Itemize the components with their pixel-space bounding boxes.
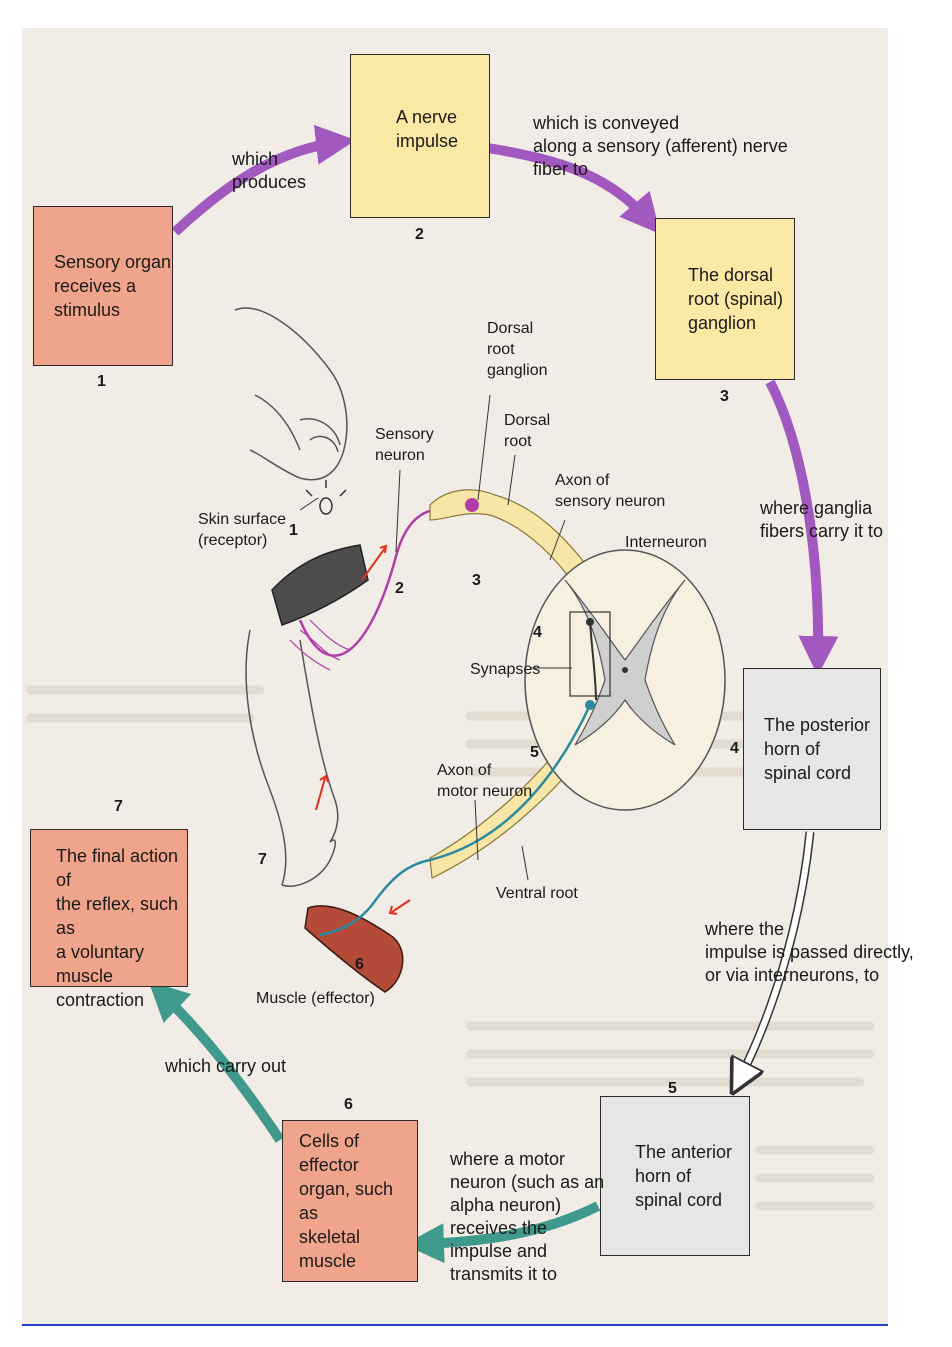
step-number-5: 5 <box>668 1080 677 1097</box>
arrow-effector-to-final <box>148 980 285 1143</box>
bottom-rule-line <box>22 1324 888 1326</box>
label-which-carry-out: which carry out <box>165 1056 287 1076</box>
label-muscle-effector: Muscle (effector) <box>256 990 375 1007</box>
hand-drawing <box>234 307 348 515</box>
label-where-impulse-passed: where the impulse is passed directly, or… <box>705 919 914 985</box>
spinal-cord-section <box>524 549 726 811</box>
label-interneuron: Interneuron <box>625 534 707 551</box>
box-final-action: The final action of the reflex, such as … <box>30 829 188 1010</box>
step-number-2: 2 <box>415 226 424 243</box>
label-where-motor-neuron: where a motor neuron (such as an alpha n… <box>450 1149 605 1284</box>
leg-drawing <box>245 629 339 887</box>
label-synapses: Synapses <box>470 661 541 678</box>
box-nerve-impulse: A nerve impulse <box>350 54 490 218</box>
step-number-3: 3 <box>720 388 729 405</box>
illustration-number-4: 4 <box>533 624 542 641</box>
illustration-number-6: 6 <box>355 956 364 973</box>
label-ventral-root: Ventral root <box>496 885 578 902</box>
interneuron-fiber <box>589 621 597 701</box>
label-axon-sensory-neuron: Axon of sensory neuron <box>555 472 666 510</box>
box-dorsal-root-ganglion: The dorsal root (spinal) ganglion <box>655 218 795 380</box>
label-which-produces: which produces <box>232 149 307 192</box>
label-axon-motor-neuron: Axon of motor neuron <box>437 762 533 800</box>
step-number-1: 1 <box>97 373 106 390</box>
illustration-number-2: 2 <box>395 580 404 597</box>
box-effector-cells: Cells of effector organ, such as skeleta… <box>282 1120 418 1282</box>
ganglion-cell-body <box>465 498 479 512</box>
impulse-arrows <box>315 544 411 915</box>
motor-neuron-fiber <box>319 704 592 937</box>
box-posterior-horn: The posterior horn of spinal cord <box>743 668 881 830</box>
step-number-7: 7 <box>114 798 123 815</box>
label-which-is-conveyed: which is conveyed along a sensory (affer… <box>533 113 788 179</box>
label-dorsal-root: Dorsal root <box>504 412 551 450</box>
arrow-anterior-to-effector <box>404 1201 601 1264</box>
arrow-ganglion-to-posterior <box>765 379 839 676</box>
label-where-ganglia: where ganglia fibers carry it to <box>760 498 884 541</box>
illustration-number-7: 7 <box>258 851 267 868</box>
illustration-number-3: 3 <box>472 572 481 589</box>
step-number-6: 6 <box>344 1096 353 1113</box>
illustration-number-1: 1 <box>289 522 298 539</box>
skin-patch <box>271 544 369 626</box>
box-sensory-organ: Sensory organ receives a stimulus <box>33 206 173 366</box>
illustration-number-5: 5 <box>530 744 539 761</box>
label-dorsal-root-ganglion: Dorsal root ganglion <box>487 320 548 379</box>
arrow-organ-to-impulse <box>171 124 356 236</box>
arrow-impulse-to-ganglion <box>487 143 661 235</box>
muscle-patch <box>304 905 404 993</box>
step-number-4: 4 <box>730 740 739 757</box>
box-anterior-horn: The anterior horn of spinal cord <box>600 1096 750 1256</box>
label-skin-surface: Skin surface (receptor) <box>198 511 287 549</box>
label-sensory-neuron: Sensory neuron <box>375 426 434 464</box>
